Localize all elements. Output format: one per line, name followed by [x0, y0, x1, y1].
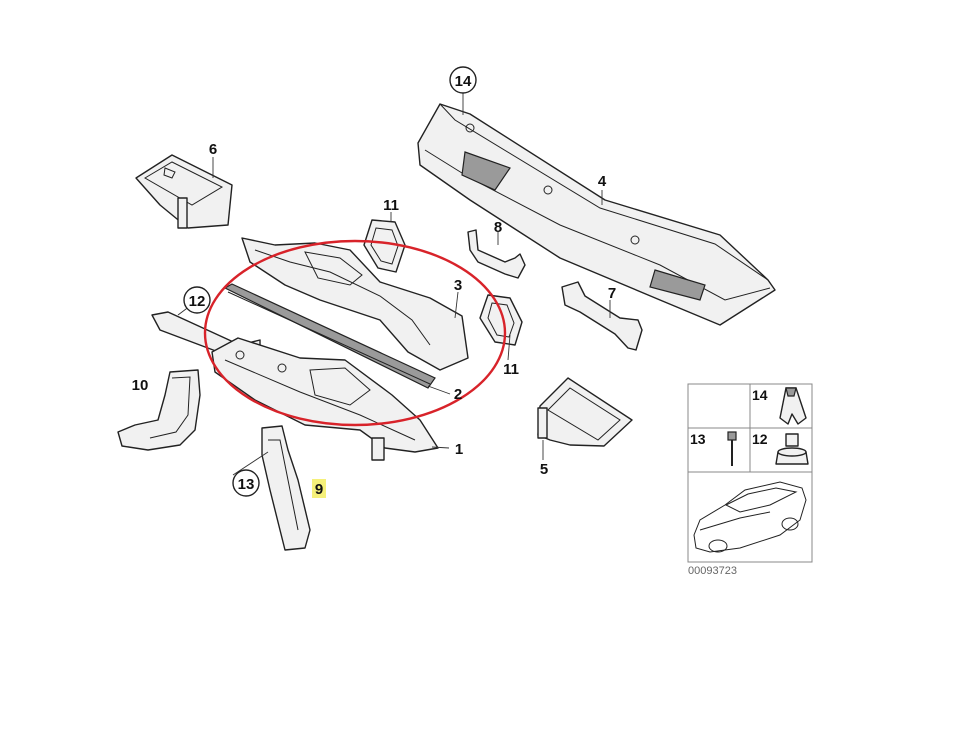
part-4-cowl-panel[interactable] [417, 103, 776, 326]
part-5-tray[interactable] [537, 377, 633, 447]
label-8: 8 [494, 219, 502, 236]
label-11-upper: 11 [383, 197, 399, 214]
part-6-frame[interactable] [135, 154, 233, 229]
label-5: 5 [540, 461, 548, 478]
part-1-lower-cover[interactable] [211, 337, 439, 461]
nut-icon [775, 433, 809, 465]
label-13: 13 [232, 469, 260, 497]
legend-14-label: 14 [752, 387, 768, 403]
part-11-seal-lower[interactable] [479, 294, 523, 346]
part-2-strip[interactable] [223, 283, 436, 389]
label-14-text: 14 [455, 73, 472, 90]
label-7: 7 [608, 285, 616, 302]
legend-12-label: 12 [752, 431, 768, 447]
label-12-text: 12 [189, 293, 206, 310]
diagram-code: 00093723 [688, 565, 737, 577]
rivet-icon [727, 431, 737, 466]
legend-box: 14 13 12 [687, 383, 813, 563]
label-9-text: 9 [315, 481, 323, 498]
part-7-bracket[interactable] [561, 281, 643, 351]
label-2: 2 [454, 386, 462, 403]
label-12: 12 [183, 286, 211, 314]
label-11-lower: 11 [503, 361, 519, 378]
label-14: 14 [449, 66, 477, 94]
label-10: 10 [132, 377, 149, 394]
clip-icon [779, 387, 807, 425]
label-1: 1 [455, 441, 463, 458]
part-8-bracket[interactable] [467, 229, 526, 279]
highlight-ellipse [203, 239, 507, 427]
label-3: 3 [454, 277, 462, 294]
label-9: 9 [312, 479, 326, 498]
label-4: 4 [598, 173, 607, 190]
part-9-vertical-duct[interactable] [261, 425, 311, 551]
legend-13-label: 13 [690, 431, 706, 447]
part-11-seal-upper[interactable] [363, 219, 406, 273]
part-10-air-duct[interactable] [117, 369, 201, 451]
car-icon [693, 481, 807, 553]
part-3-duct-housing[interactable] [241, 237, 469, 371]
label-6: 6 [209, 141, 217, 158]
label-13-text: 13 [238, 476, 255, 493]
